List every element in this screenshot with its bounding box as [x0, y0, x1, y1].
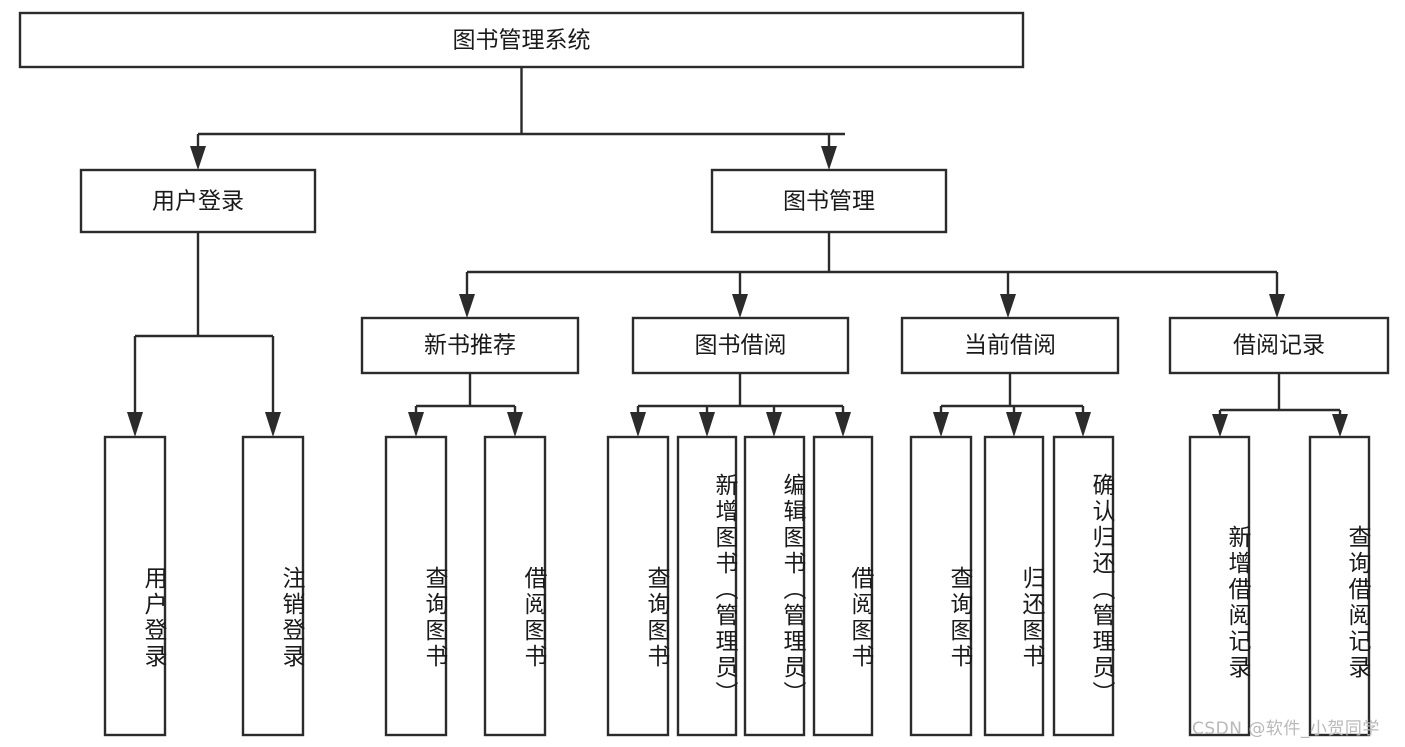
arrow-head-leaf-add-record	[1212, 414, 1228, 437]
arrow-head-leaf-query-book-c	[933, 412, 949, 437]
arrow-head-leaf-query-record	[1332, 414, 1348, 437]
leaf-box-return-book[interactable]	[983, 435, 1045, 737]
arrow-head-user-login	[190, 146, 206, 170]
node-current-borrow-box[interactable]	[900, 316, 1120, 375]
arrow-head-leaf-borrow-book-b	[835, 412, 851, 437]
leaf-box-query-book-c[interactable]	[909, 435, 973, 737]
arrow-head-current-borrow	[1000, 294, 1016, 318]
node-new-book-recommend-box[interactable]	[360, 316, 580, 375]
node-root-box[interactable]	[18, 11, 1025, 69]
leaf-box-query-book-b[interactable]	[606, 435, 670, 737]
connector-group-new-book-rec	[408, 373, 523, 437]
connector-group-book-borrow	[630, 373, 851, 437]
node-borrow-record-box[interactable]	[1168, 316, 1390, 375]
leaf-boxes	[103, 435, 1371, 737]
arrow-head-leaf-query-book-a	[408, 412, 424, 437]
arrow-head-leaf-add-book	[699, 412, 715, 437]
leaf-box-user-login[interactable]	[103, 435, 167, 737]
arrow-head-leaf-query-book-b	[630, 412, 646, 437]
leaf-box-add-book[interactable]	[676, 435, 738, 737]
csdn-watermark: CSDN @软件_小贺同学	[1192, 719, 1380, 739]
leaf-box-confirm-return[interactable]	[1052, 435, 1115, 737]
leaf-box-edit-book[interactable]	[743, 435, 806, 737]
arrow-head-borrow-record	[1269, 294, 1285, 318]
node-borrow-record[interactable]: 借阅记录	[1168, 316, 1390, 375]
connector-group-current-borrow	[933, 373, 1091, 437]
arrow-head-leaf-edit-book	[766, 412, 782, 437]
arrow-head-leaf-return-book	[1006, 412, 1022, 437]
node-book-borrow[interactable]: 图书借阅	[631, 316, 850, 375]
node-book-borrow-box[interactable]	[631, 316, 850, 375]
arrow-head-leaf-logout	[265, 412, 281, 437]
node-root[interactable]: 图书管理系统	[18, 11, 1025, 69]
leaf-box-query-record[interactable]	[1308, 435, 1371, 737]
node-current-borrow-label: 当前借阅	[964, 333, 1056, 359]
node-new-book-recommend[interactable]: 新书推荐	[360, 316, 580, 375]
connector-group-borrow-record	[1212, 373, 1348, 437]
node-current-borrow[interactable]: 当前借阅	[900, 316, 1120, 375]
connector-group-root	[190, 67, 845, 170]
node-user-login[interactable]: 用户登录	[79, 168, 317, 234]
connector-group-user-login	[127, 232, 281, 437]
node-book-management[interactable]: 图书管理	[710, 168, 948, 234]
node-book-management-label: 图书管理	[783, 189, 875, 215]
node-book-borrow-label: 图书借阅	[695, 333, 787, 359]
arrow-head-book-borrow	[732, 294, 748, 318]
node-new-book-recommend-label: 新书推荐	[424, 333, 516, 359]
arrow-head-leaf-borrow-book-a	[507, 412, 523, 437]
node-user-login-label: 用户登录	[152, 189, 244, 215]
node-borrow-record-label: 借阅记录	[1233, 333, 1325, 359]
arrow-head-new-book-rec	[459, 294, 475, 318]
connector-group-book-mgmt	[459, 232, 1285, 318]
node-book-management-box[interactable]	[710, 168, 948, 234]
arrow-head-book-mgmt	[821, 146, 837, 170]
leaf-box-logout[interactable]	[241, 435, 305, 737]
arrow-head-leaf-user-login	[127, 412, 143, 437]
arrow-head-leaf-confirm-return	[1075, 412, 1091, 437]
leaf-box-borrow-book-b[interactable]	[812, 435, 874, 737]
leaf-box-query-book-a[interactable]	[384, 435, 448, 737]
leaf-box-add-record[interactable]	[1188, 435, 1251, 737]
node-root-label: 图书管理系统	[453, 28, 591, 54]
leaf-box-borrow-book-a[interactable]	[483, 435, 547, 737]
node-user-login-box[interactable]	[79, 168, 317, 234]
